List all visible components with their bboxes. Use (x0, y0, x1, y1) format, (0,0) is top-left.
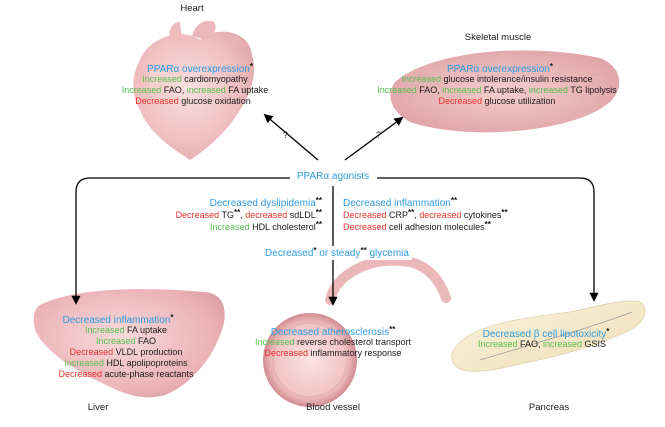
connector-arrows (71, 113, 599, 306)
muscle-line-3: Decreased glucose utilization (438, 96, 556, 106)
liver-line-2: Increased FAO (95, 336, 157, 346)
arrow-to-muscle (344, 116, 404, 161)
muscle-line-1: Increased glucose intolerance/insulin re… (401, 74, 593, 84)
blood-vessel-illustration (263, 255, 451, 407)
pancreas-line-1: Increased FAO, increased GSIS (477, 339, 607, 349)
liver-title: Liver (87, 402, 109, 413)
arrow-to-liver (71, 177, 290, 305)
pancreas-illustration (451, 300, 646, 372)
liver-header: Decreased inflammation* (62, 313, 174, 326)
liver-line-3: Decreased VLDL production (69, 347, 183, 357)
dyslipidemia-line-2: Increased HDL cholesterol** (210, 220, 322, 232)
inflammation-line-1: Decreased CRP**, decreased cytokines** (343, 208, 508, 220)
vessel-line-1: Increased reverse cholesterol transport (254, 337, 412, 347)
liver-line-1: Increased FA uptake (84, 325, 168, 335)
arrow-to-pancreas (377, 177, 599, 302)
vessel-title: Blood vessel (306, 402, 360, 413)
heart-line-2: Increased FAO, increased FA uptake (121, 85, 269, 95)
pancreas-header: Decreased β cell lipotoxicity* (482, 327, 610, 340)
pancreas-title: Pancreas (528, 402, 570, 413)
muscle-line-2: Increased FAO, increased FA uptake, incr… (377, 85, 617, 95)
liver-line-5: Decreased acute-phase reactants (58, 369, 194, 379)
heart-header: PPARα overexpression* (147, 62, 253, 75)
question-mark-muscle: ? (376, 130, 382, 140)
muscle-title: Skeletal muscle (464, 32, 532, 43)
vessel-line-2: Decreased inflammatory response (264, 348, 402, 358)
question-mark-heart: ? (283, 130, 289, 140)
muscle-illustration (390, 50, 620, 133)
heart-illustration (133, 20, 255, 160)
arrow-to-heart (263, 113, 319, 161)
heart-line-1: Increased cardiomyopathy (142, 74, 248, 84)
inflammation-line-2: Decreased cell adhesion molecules** (343, 220, 491, 232)
ppar-agonists-label: PPARα agonists (292, 171, 374, 183)
dyslipidemia-line-1: Decreased TG**, decreased sdLDL** (175, 208, 322, 220)
inflammation-header: Decreased inflammation** (343, 196, 458, 209)
liver-line-4: Increased HDL apolipoproteins (64, 358, 188, 368)
glycemia-label: Decreased* or steady** glycemia (262, 246, 412, 260)
vessel-header: Decreased atherosclerosis** (270, 325, 396, 338)
liver-illustration (33, 289, 225, 398)
dyslipidemia-header: Decreased dyslipidemia** (209, 196, 322, 209)
muscle-header: PPARα overexpression* (447, 62, 553, 75)
heart-line-3: Decreased glucose oxidation (135, 96, 251, 106)
heart-title: Heart (180, 3, 204, 14)
